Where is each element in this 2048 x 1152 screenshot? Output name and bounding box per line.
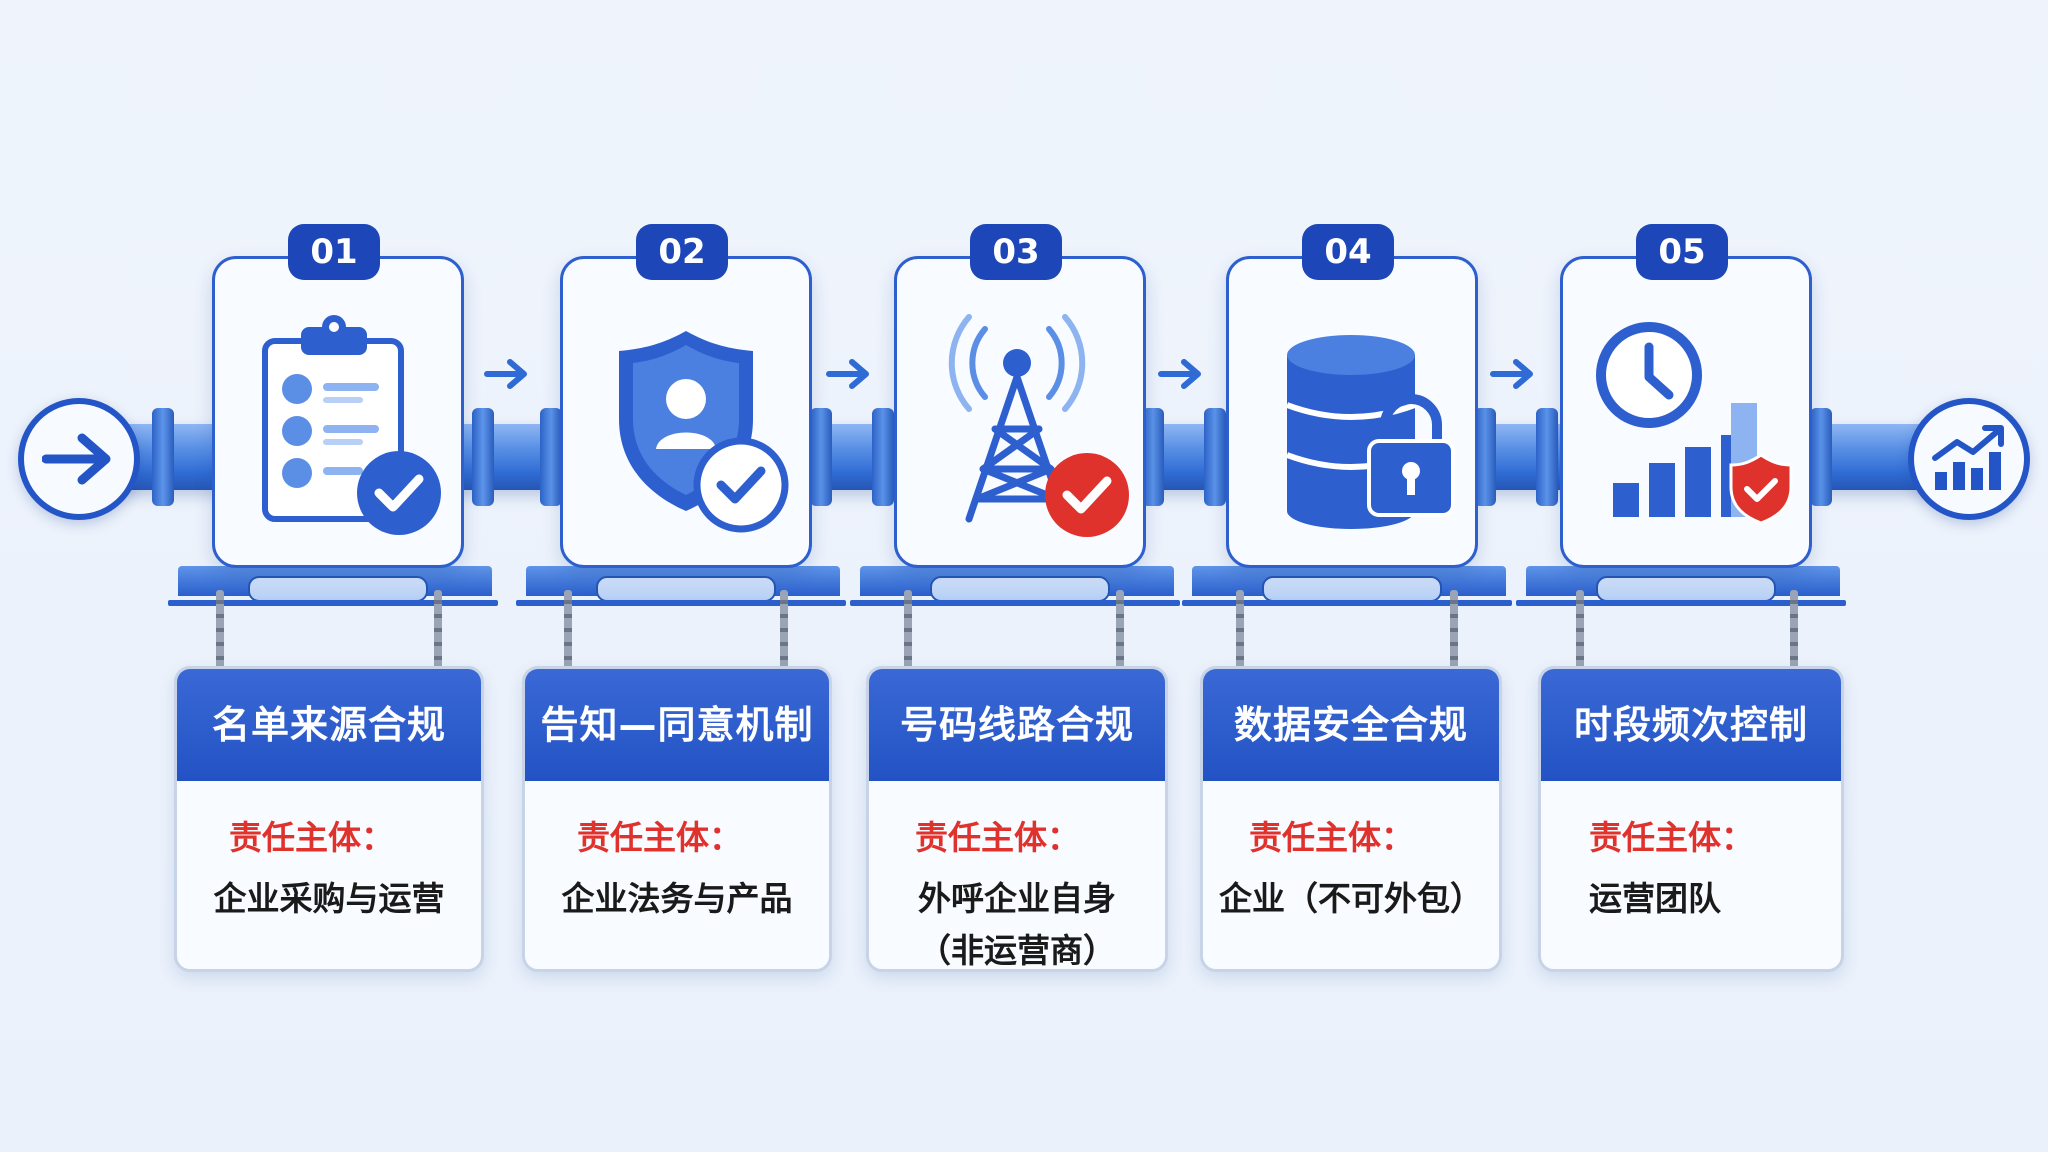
pipe-flange xyxy=(810,408,832,506)
pipe-flange xyxy=(540,408,562,506)
hanging-chain xyxy=(564,590,572,674)
database-lock-icon xyxy=(1285,335,1455,529)
card-base-slot xyxy=(596,576,776,602)
step-card-2 xyxy=(560,256,812,568)
arrow-right-icon xyxy=(42,433,111,485)
step-label-card-4: 数据安全合规 责任主体： 企业（不可外包） xyxy=(1200,666,1502,972)
responsible-label: 责任主体： xyxy=(1589,818,1754,857)
hanging-chain xyxy=(780,590,788,674)
hanging-chain xyxy=(434,590,442,674)
step-title: 告知—同意机制 xyxy=(525,669,829,781)
hanging-chain xyxy=(1116,590,1124,674)
step-number-badge: 04 xyxy=(1302,224,1394,280)
step-title: 名单来源合规 xyxy=(177,669,481,781)
card-base-line xyxy=(1516,600,1846,606)
step-number-badge: 02 xyxy=(636,224,728,280)
flow-end-node xyxy=(1908,398,2030,520)
step-title: 数据安全合规 xyxy=(1203,669,1499,781)
step-label-card-5: 时段频次控制 责任主体： 运营团队 xyxy=(1538,666,1844,972)
responsible-label: 责任主体： xyxy=(1249,818,1414,857)
card-base-slot xyxy=(1262,576,1442,602)
responsible-party: 企业（不可外包） xyxy=(1219,879,1483,918)
hanging-chain xyxy=(216,590,224,674)
hanging-chain xyxy=(1236,590,1244,674)
step-number-badge: 05 xyxy=(1636,224,1728,280)
step-label-card-3: 号码线路合规 责任主体： 外呼企业自身（非运营商） xyxy=(866,666,1168,972)
hanging-chain xyxy=(1790,590,1798,674)
clipboard-check-icon xyxy=(262,315,441,535)
pipe-flange xyxy=(472,408,494,506)
pipe-flange xyxy=(1810,408,1832,506)
card-base-line xyxy=(1182,600,1512,606)
responsible-label: 责任主体： xyxy=(229,818,394,857)
signal-tower-check-icon xyxy=(948,314,1129,537)
step-label-card-1: 名单来源合规 责任主体： 企业采购与运营 xyxy=(174,666,484,972)
step-card-5 xyxy=(1560,256,1812,568)
step-card-1 xyxy=(212,256,464,568)
growth-chart-icon xyxy=(1932,425,2004,490)
flow-start-node xyxy=(18,398,140,520)
step-title: 时段频次控制 xyxy=(1541,669,1841,781)
step-card-3 xyxy=(894,256,1146,568)
card-base-slot xyxy=(248,576,428,602)
pipe-flange xyxy=(1536,408,1558,506)
responsible-label: 责任主体： xyxy=(577,818,742,857)
pipe-flange xyxy=(1204,408,1226,506)
clock-bar-shield-icon xyxy=(1596,322,1793,525)
step-number-badge: 03 xyxy=(970,224,1062,280)
responsible-party: 运营团队 xyxy=(1589,879,1721,918)
arrow-right-icon xyxy=(1158,359,1201,389)
responsible-party: 企业采购与运营 xyxy=(213,879,445,918)
pipe-flange xyxy=(872,408,894,506)
step-label-card-2: 告知—同意机制 责任主体： 企业法务与产品 xyxy=(522,666,832,972)
shield-user-check-icon xyxy=(619,331,789,533)
pipe-flange xyxy=(1142,408,1164,506)
arrow-right-icon xyxy=(826,359,869,389)
step-card-4 xyxy=(1226,256,1478,568)
arrow-right-icon xyxy=(484,359,527,389)
arrow-right-icon xyxy=(1490,359,1533,389)
card-base-line xyxy=(168,600,498,606)
step-number-badge: 01 xyxy=(288,224,380,280)
step-title: 号码线路合规 xyxy=(869,669,1165,781)
pipe-flange xyxy=(152,408,174,506)
hanging-chain xyxy=(1576,590,1584,674)
card-base-line xyxy=(516,600,846,606)
card-base-slot xyxy=(930,576,1110,602)
card-base-line xyxy=(850,600,1180,606)
pipe-flange xyxy=(1474,408,1496,506)
responsible-label: 责任主体： xyxy=(915,818,1080,857)
hanging-chain xyxy=(1450,590,1458,674)
card-base-slot xyxy=(1596,576,1776,602)
responsible-party: 企业法务与产品 xyxy=(561,879,793,918)
hanging-chain xyxy=(904,590,912,674)
responsible-party: 外呼企业自身（非运营商） xyxy=(918,879,1116,970)
